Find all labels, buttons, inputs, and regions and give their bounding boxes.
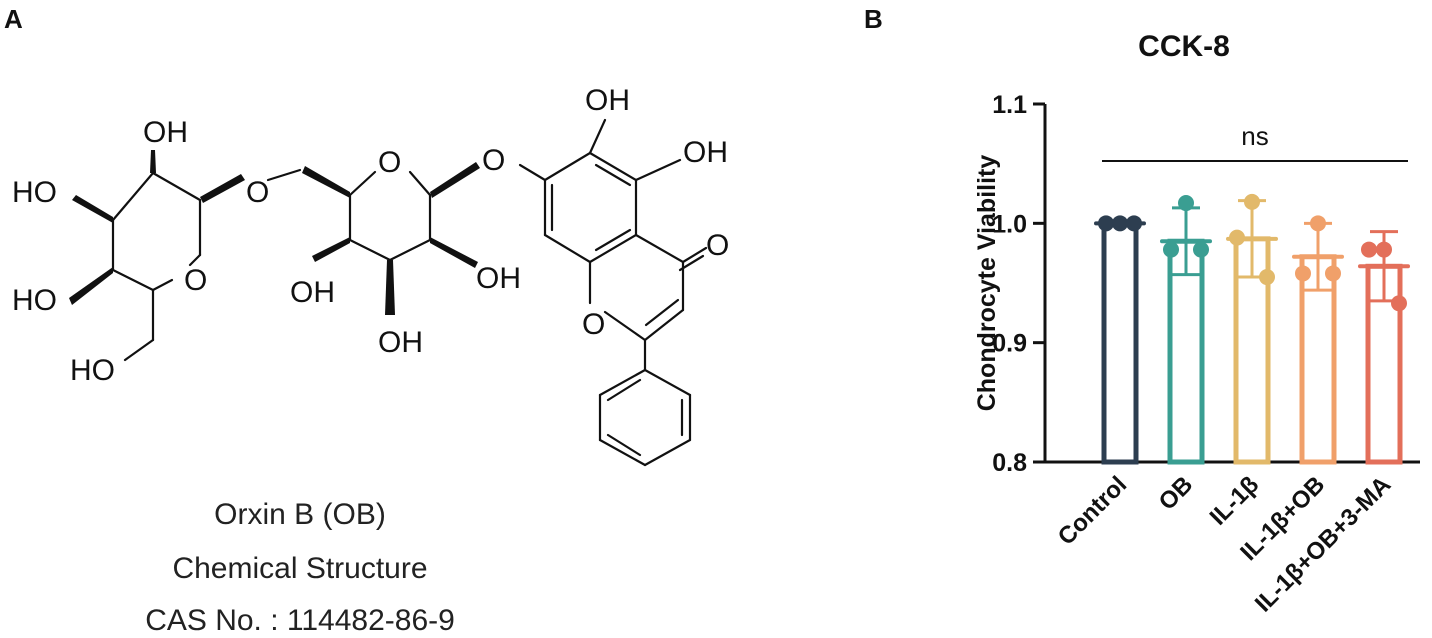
label-o: O xyxy=(482,144,505,177)
label-o: O xyxy=(706,229,729,262)
chemical-structure: OH HO HO HO O O O O OH OH OH OH OH O O xyxy=(12,84,729,467)
significance-label: ns xyxy=(1241,121,1268,151)
x-tick-label: IL-1β xyxy=(1205,471,1265,531)
data-point xyxy=(1391,295,1407,312)
chart-ylabel: Chondrocyte Viability xyxy=(973,155,1001,412)
data-point xyxy=(1376,241,1392,258)
label-oh: OH xyxy=(290,276,335,309)
chart-title: CCK-8 xyxy=(1138,30,1230,63)
data-point xyxy=(1178,195,1194,212)
data-point xyxy=(1244,193,1260,210)
x-tick-label: OB xyxy=(1154,471,1199,516)
data-point xyxy=(1193,241,1209,258)
panel-label-b: B xyxy=(864,4,883,34)
label-oh: OH xyxy=(143,116,188,149)
panel-label-a: A xyxy=(4,4,23,34)
label-ho: HO xyxy=(12,284,57,317)
label-oh: OH xyxy=(476,262,521,295)
label-o: O xyxy=(378,146,401,179)
data-point xyxy=(1098,215,1114,232)
data-point xyxy=(1310,215,1326,232)
data-point xyxy=(1361,241,1377,258)
data-point xyxy=(1163,241,1179,258)
label-o: O xyxy=(246,176,269,209)
y-tick-label: 1.1 xyxy=(992,91,1027,119)
data-point xyxy=(1112,215,1128,232)
x-tick-label: Control xyxy=(1053,471,1132,550)
label-ho: HO xyxy=(12,176,57,209)
label-o: O xyxy=(184,264,207,297)
data-point xyxy=(1325,265,1341,282)
compound-name: Orxin B (OB) xyxy=(214,498,386,531)
compound-cas: CAS No. : 114482-86-9 xyxy=(145,604,455,637)
label-oh: OH xyxy=(683,136,728,169)
data-point xyxy=(1126,215,1142,232)
compound-subtitle: Chemical Structure xyxy=(172,552,428,585)
label-ho: HO xyxy=(70,354,115,387)
y-tick-label: 1.0 xyxy=(992,210,1027,238)
label-oh: OH xyxy=(378,326,423,359)
data-point xyxy=(1259,269,1275,286)
y-tick-label: 0.9 xyxy=(992,330,1027,358)
y-tick-label: 0.8 xyxy=(992,449,1027,477)
bar xyxy=(1101,220,1139,465)
label-oh: OH xyxy=(585,84,630,117)
data-point xyxy=(1229,229,1245,246)
label-o: O xyxy=(582,308,605,341)
data-point xyxy=(1295,265,1311,282)
